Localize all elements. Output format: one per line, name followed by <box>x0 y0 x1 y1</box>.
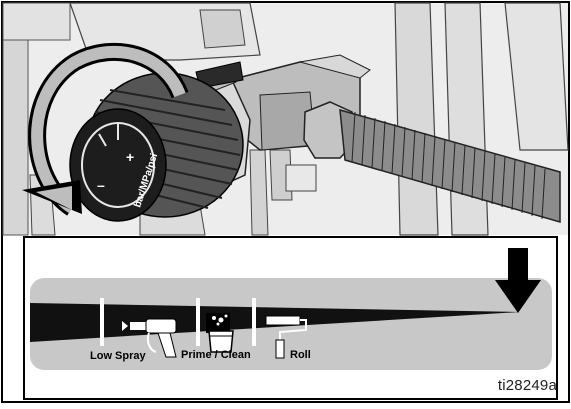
dial-plus-label: + <box>126 149 134 165</box>
control-strip-inset: Low Spray Prime / Clean Roll <box>23 236 558 400</box>
prime-clean-label: Prime / Clean <box>181 349 251 361</box>
bucket-icon <box>206 313 234 353</box>
down-arrow-icon <box>495 248 541 313</box>
knob-face[interactable] <box>69 108 167 222</box>
low-spray-label: Low Spray <box>90 350 147 362</box>
roll-label: Roll <box>290 349 311 361</box>
dial-minus-label: – <box>97 177 105 193</box>
spray-gun-icon <box>122 318 177 358</box>
sprayer-illustration: + – bar/MPa/psi <box>2 2 569 236</box>
figure-reference-label: ti28249a <box>497 377 557 394</box>
paint-roller-icon <box>265 315 307 359</box>
